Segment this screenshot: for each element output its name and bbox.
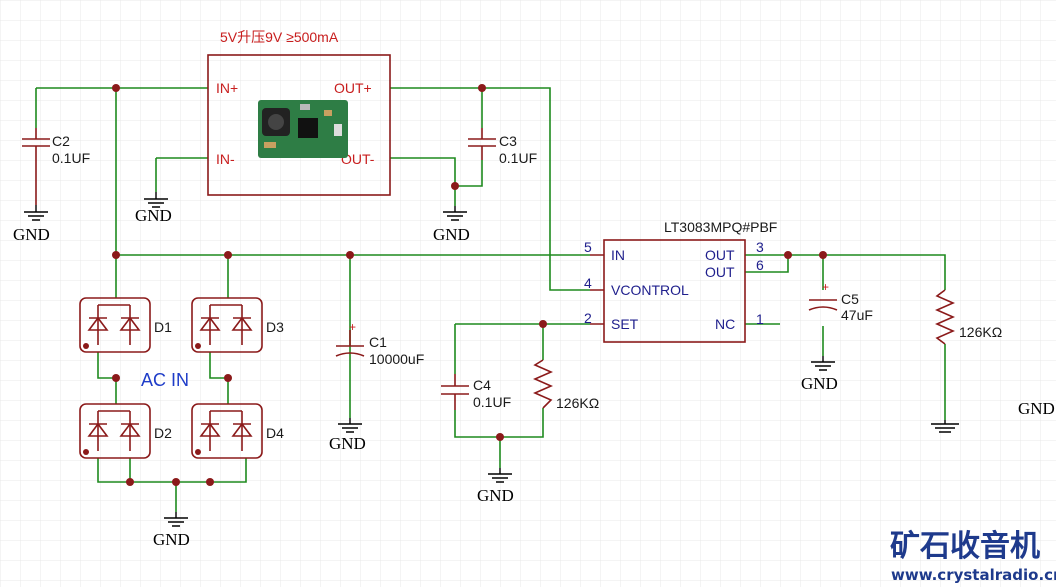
gnd-label-bridge: GND (153, 530, 190, 549)
d3-label: D3 (266, 319, 284, 335)
c3-ref: C3 (499, 133, 517, 149)
pin-name-out-1: OUT (705, 247, 735, 263)
pin-in-plus: IN+ (216, 80, 238, 96)
c2-value: 0.1UF (52, 150, 90, 166)
c1-value: 10000uF (369, 351, 424, 367)
capacitor-c1: + C1 10000uF (335, 320, 424, 367)
c5-ref: C5 (841, 291, 859, 307)
pin-number-6: 6 (756, 257, 764, 273)
pin-number-3: 3 (756, 239, 764, 255)
ic-part-number: LT3083MPQ#PBF (664, 219, 777, 235)
pin-name-nc: NC (715, 316, 735, 332)
diode-d1: D1 (79, 297, 172, 353)
c4-ref: C4 (473, 377, 491, 393)
svg-text:+: + (349, 320, 356, 334)
diode-d2: D2 (79, 403, 172, 459)
pin-number-1: 1 (756, 311, 764, 327)
gnd-label-set: GND (477, 486, 514, 505)
boost-module: 5V升压9V ≥500mA IN+ IN- OUT+ OUT- (207, 29, 391, 196)
d4-label: D4 (266, 425, 284, 441)
pin-name-out-2: OUT (705, 264, 735, 280)
c3-value: 0.1UF (499, 150, 537, 166)
capacitor-c4: C4 0.1UF (441, 374, 511, 410)
gnd-label-out-minus: GND (433, 225, 470, 244)
pin-out-minus: OUT- (341, 151, 375, 167)
pin-out-plus: OUT+ (334, 80, 372, 96)
c2-ref: C2 (52, 133, 70, 149)
resistor-set: 126KΩ (533, 359, 599, 411)
r-set-value: 126KΩ (556, 395, 599, 411)
diode-d3: D3 (191, 297, 284, 353)
d2-label: D2 (154, 425, 172, 441)
watermark-brand: 矿石收音机 (890, 529, 1040, 564)
regulator-ic: LT3083MPQ#PBF 5 IN 4 VCONTROL 2 SET 3 OU… (584, 219, 777, 343)
svg-text:+: + (822, 280, 829, 294)
ac-in-label: AC IN (141, 370, 189, 390)
pin-number-4: 4 (584, 275, 592, 291)
module-title: 5V升压9V ≥500mA (220, 29, 339, 45)
gnd-label-c5: GND (801, 374, 838, 393)
pin-number-2: 2 (584, 310, 592, 326)
resistor-load: 126KΩ (935, 289, 1002, 345)
c1-ref: C1 (369, 334, 387, 350)
c5-value: 47uF (841, 307, 873, 323)
c4-value: 0.1UF (473, 394, 511, 410)
gnd-label-c1: GND (329, 434, 366, 453)
d1-label: D1 (154, 319, 172, 335)
watermark-logo: 矿石收音机 www.crystalradio.cn (890, 529, 1056, 584)
pin-name-vcontrol: VCONTROL (611, 282, 689, 298)
module-photo (258, 100, 348, 158)
capacitor-c2: C2 0.1UF (22, 128, 90, 205)
capacitor-c5: + C5 47uF (808, 280, 873, 323)
pin-number-5: 5 (584, 239, 592, 255)
junctions (112, 84, 827, 486)
gnd-label-in-minus: GND (135, 206, 172, 225)
r-load-value: 126KΩ (959, 324, 1002, 340)
pin-name-set: SET (611, 316, 639, 332)
capacitor-c3: C3 0.1UF (468, 128, 537, 166)
gnd-label-c2: GND (13, 225, 50, 244)
gnd-label-load: GND (1018, 399, 1055, 418)
pin-in-minus: IN- (216, 151, 235, 167)
watermark-url: www.crystalradio.cn (891, 566, 1056, 584)
pin-name-in: IN (611, 247, 625, 263)
diode-d4: D4 (191, 403, 284, 459)
ground-symbols: GND GND GND GND GND GND GND GND (13, 192, 1055, 549)
